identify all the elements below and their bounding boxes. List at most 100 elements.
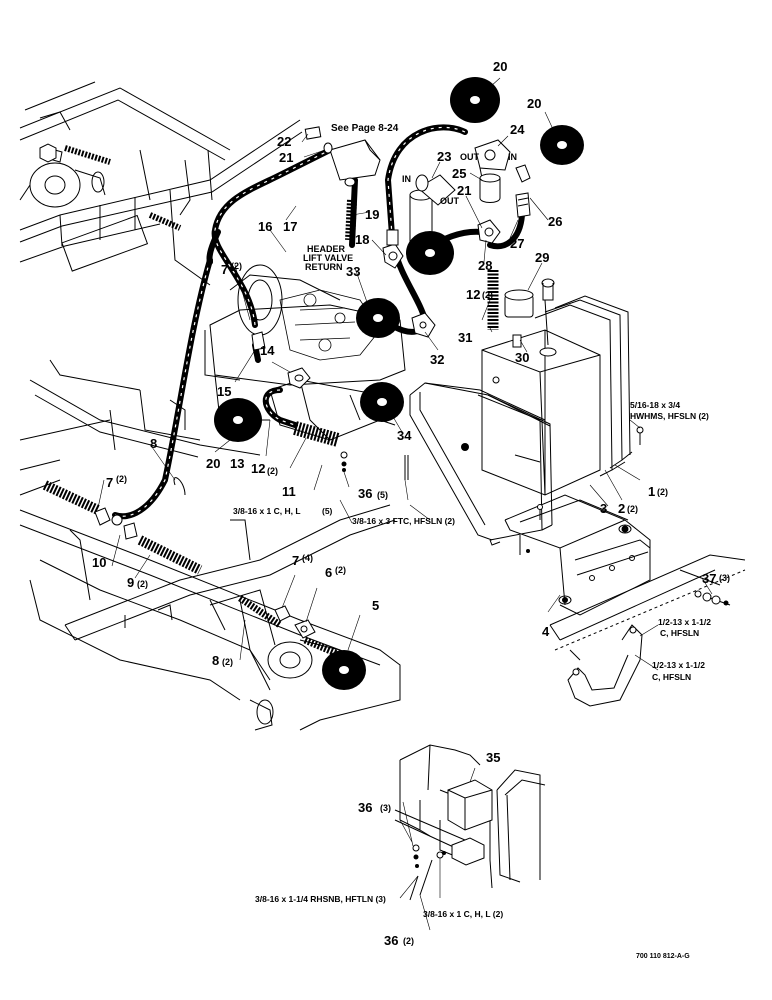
callout-7-c-qty: (4) [302, 553, 313, 563]
label-in-filter-head: IN [508, 152, 517, 162]
label-out-filter: OUT [440, 196, 460, 206]
callout-8-b: 8 [212, 653, 219, 668]
callout-21-mid: 21 [457, 183, 471, 198]
disc-34 [360, 382, 404, 422]
callout-12-a-qty: (2) [482, 290, 493, 300]
callout-26: 26 [548, 214, 562, 229]
callout-21-top: 21 [279, 150, 293, 165]
callout-1-qty: (2) [657, 487, 668, 497]
callout-36-b: 36 [358, 800, 372, 815]
note-bolt-12-a-line1: 1/2-13 x 1-1/2 [658, 617, 711, 627]
callout-14: 14 [260, 343, 275, 358]
callout-23: 23 [437, 149, 451, 164]
callout-9: 9 [127, 575, 134, 590]
callout-36-a-qty: (5) [377, 490, 388, 500]
callout-7-a-qty: (2) [231, 261, 242, 271]
disc-20-right [540, 125, 584, 165]
callout-31: 31 [458, 330, 472, 345]
disc-21 [406, 231, 454, 275]
hoses [42, 124, 525, 659]
callout-10: 10 [92, 555, 106, 570]
callout-11: 11 [282, 484, 296, 499]
label-header-2: LIFT VALVE [303, 253, 353, 263]
callout-2-qty: (2) [627, 504, 638, 514]
note-bolt-38-1c-b: 3/8-16 x 1 C, H, L (2) [423, 909, 503, 919]
note-bolt-38-rhsnb: 3/8-16 x 1-1/4 RHSNB, HFTLN (3) [255, 894, 386, 904]
machine-frame [19, 81, 401, 731]
fittings [94, 126, 729, 639]
label-in-filter: IN [402, 174, 411, 184]
tank-saddle [409, 382, 553, 546]
callout-6: 6 [325, 565, 332, 580]
callout-8-a: 8 [150, 436, 157, 451]
callout-22: 22 [277, 134, 291, 149]
disc-20-lower [214, 398, 262, 442]
callout-12-a: 12 [466, 287, 480, 302]
callout-30: 30 [515, 350, 529, 365]
callout-32: 32 [430, 352, 444, 367]
callout-2: 2 [618, 501, 625, 516]
callout-36-c-qty: (2) [403, 936, 414, 946]
leader-lines [97, 77, 713, 931]
note-bolt-12-b-line2: C, HFSLN [652, 672, 691, 682]
port-labels: OUT IN IN OUT HEADER LIFT VALVE RETURN [303, 152, 517, 272]
callout-20-top: 20 [493, 59, 507, 74]
callout-1: 1 [648, 484, 655, 499]
detail-inset [394, 744, 546, 901]
note-bolt-38-1c: 3/8-16 x 1 C, H, L [233, 506, 301, 516]
note-see-page: See Page 8-24 [331, 123, 399, 134]
callout-37-qty: (3) [719, 573, 730, 583]
note-bolt-38-3ftc: 3/8-16 x 3 FTC, HFSLN (2) [352, 516, 455, 526]
callout-33: 33 [346, 264, 360, 279]
callout-17: 17 [283, 219, 297, 234]
note-bolt-12-a-line2: C, HFSLN [660, 628, 699, 638]
callout-6-qty: (2) [335, 565, 346, 575]
right-frame-rail [549, 554, 746, 707]
callout-12-b: 12 [251, 461, 265, 476]
hydraulic-tank [481, 278, 644, 496]
drawing-number: 700 110 812-A-G [636, 953, 690, 960]
note-bolt-516-line1: 5/16-18 x 3/4 [630, 400, 680, 410]
callout-5: 5 [372, 598, 379, 613]
callout-24: 24 [510, 122, 525, 137]
disc-33 [356, 298, 400, 338]
disc-20-top [450, 77, 500, 123]
callout-18: 18 [355, 232, 369, 247]
callout-15: 15 [217, 384, 231, 399]
callout-labels: 20 20 22 21 24 23 25 17 16 19 21 26 18 2… [92, 59, 730, 948]
callout-25: 25 [452, 166, 466, 181]
note-bolt-12-b-line1: 1/2-13 x 1-1/2 [652, 660, 705, 670]
label-out-filter-head: OUT [460, 152, 480, 162]
label-header-1: HEADER [307, 244, 346, 254]
callout-7-a: 7 [221, 262, 228, 277]
callout-7-b-qty: (2) [116, 474, 127, 484]
callout-34: 34 [397, 428, 412, 443]
callout-28: 28 [478, 258, 492, 273]
callout-discs [214, 77, 584, 690]
callout-9-qty: (2) [137, 579, 148, 589]
callout-7-c: 7 [292, 553, 299, 568]
callout-4: 4 [542, 624, 550, 639]
callout-16: 16 [258, 219, 272, 234]
label-header-3: RETURN [305, 262, 343, 272]
callout-3: 3 [600, 501, 607, 516]
callout-12-b-qty: (2) [267, 466, 278, 476]
callout-8-b-qty: (2) [222, 657, 233, 667]
callout-29: 29 [535, 250, 549, 265]
callout-20-lower: 20 [206, 456, 220, 471]
note-bolt-516-line2: HWHMS, HFSLN (2) [630, 411, 709, 421]
callout-13: 13 [230, 456, 244, 471]
callout-36-c: 36 [384, 933, 398, 948]
disc-5 [322, 650, 366, 690]
mount-bracket [504, 494, 651, 616]
callout-36-a: 36 [358, 486, 372, 501]
callout-37: 37 [702, 571, 716, 586]
callout-20-right: 20 [527, 96, 541, 111]
callout-35: 35 [486, 750, 500, 765]
hardware-notes: See Page 8-24 5/16-18 x 3/4 HWHMS, HFSLN… [233, 123, 711, 960]
callout-7-b: 7 [106, 475, 113, 490]
callout-27: 27 [510, 236, 524, 251]
callout-19: 19 [365, 207, 379, 222]
note-bolt-38-1c-qty: (5) [322, 506, 333, 516]
